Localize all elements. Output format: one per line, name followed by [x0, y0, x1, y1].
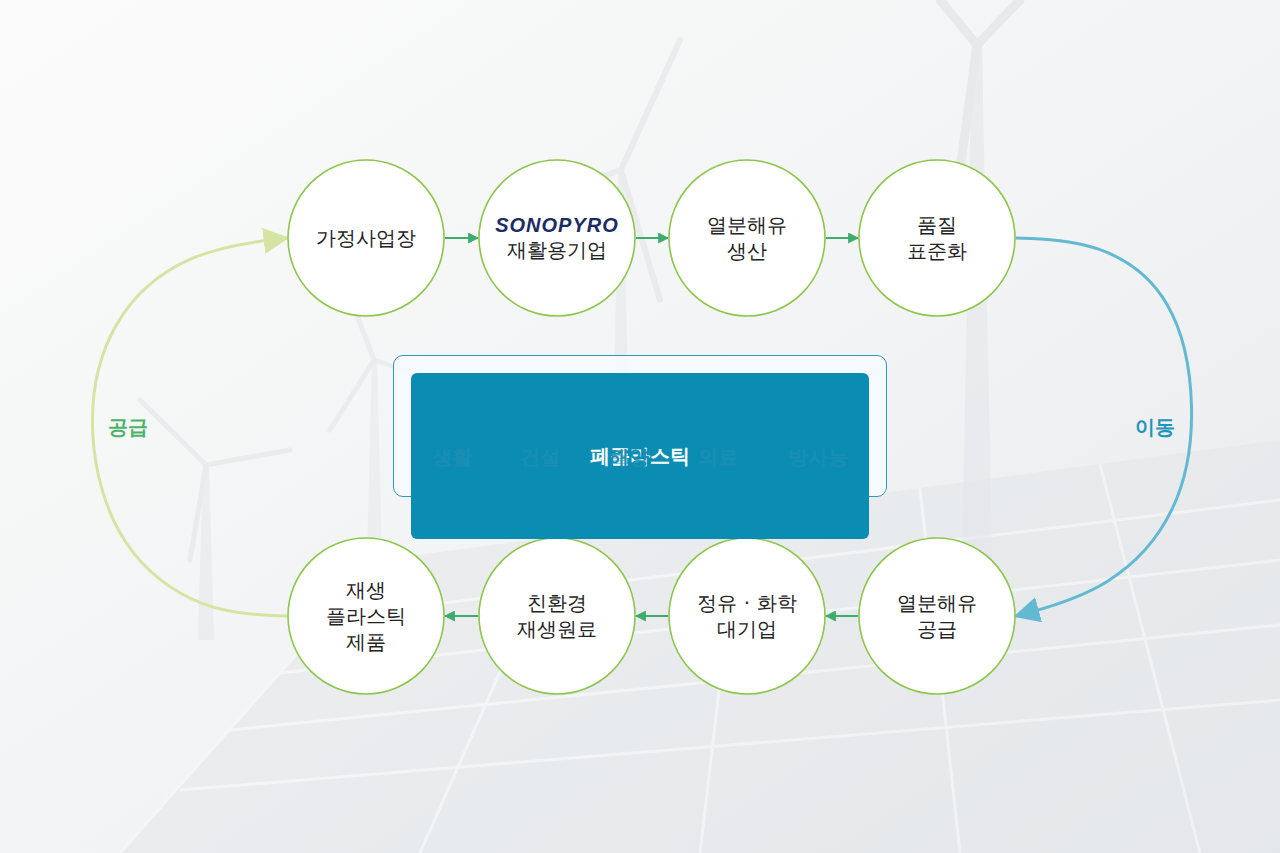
node-label: 재생 플라스틱 제품 — [316, 577, 416, 655]
edge-label: 이동 — [1135, 415, 1175, 439]
circle-shape — [288, 160, 444, 316]
node-label: 친환경 재생원료 — [502, 590, 612, 642]
flow-arrow — [636, 237, 668, 239]
process-circle: 열분해유 생산 — [668, 159, 826, 317]
process-circle: 친환경 재생원료 — [478, 537, 636, 695]
node-label: 해양 — [609, 444, 649, 470]
process-circle: 품질 표준화 — [858, 159, 1016, 317]
circle-outline — [668, 537, 826, 695]
node-label: 열분해유 공급 — [882, 590, 992, 642]
process-circle: 가정사업장 — [287, 159, 445, 317]
circle-shape — [479, 538, 635, 694]
node-label: 열분해유 생산 — [692, 212, 802, 264]
flow-loop-arrow — [1016, 238, 1192, 616]
circle-shape — [669, 160, 825, 316]
turbine-tower — [367, 360, 382, 560]
flow-arrow — [445, 237, 478, 239]
connectors — [92, 238, 1191, 616]
circle-outline — [858, 159, 1016, 317]
circle-shape — [859, 538, 1015, 694]
circle-outline — [478, 537, 636, 695]
process-circle: SONOPYRO재활용기업 — [478, 159, 636, 317]
category-panel: 폐플라스틱생활건설해양의료방사능 — [393, 355, 887, 497]
process-circle: 정유 · 화학 대기업 — [668, 537, 826, 695]
circle-outline — [668, 159, 826, 317]
flow-arrow — [445, 615, 478, 617]
flow-arrow — [636, 615, 668, 617]
node-label: 방사능 — [788, 444, 848, 470]
edge-label: 공급 — [108, 415, 148, 439]
circle-shape — [479, 160, 635, 316]
node-label: 가정사업장 — [316, 225, 416, 251]
node-label: 생활 — [432, 444, 472, 470]
node-label: 건설 — [520, 444, 560, 470]
node-label: 의료 — [698, 444, 738, 470]
circle-outline — [858, 537, 1016, 695]
node-label: 정유 · 화학 대기업 — [695, 590, 799, 642]
wind-turbine — [140, 400, 290, 640]
turbine-blades — [140, 400, 290, 560]
company-logo-text: SONOPYRO — [495, 213, 619, 237]
circle-shape — [859, 160, 1015, 316]
flow-loop-arrow — [92, 238, 287, 616]
flow-arrow — [826, 237, 858, 239]
circle-shape — [669, 538, 825, 694]
flow-arrow — [826, 615, 858, 617]
node-label: 품질 표준화 — [890, 212, 985, 264]
process-circle: 열분해유 공급 — [858, 537, 1016, 695]
circle-shape — [288, 538, 444, 694]
turbine-blades — [940, 0, 1020, 170]
process-circle: 재생 플라스틱 제품 — [287, 537, 445, 695]
node-label: 재활용기업 — [507, 237, 607, 263]
